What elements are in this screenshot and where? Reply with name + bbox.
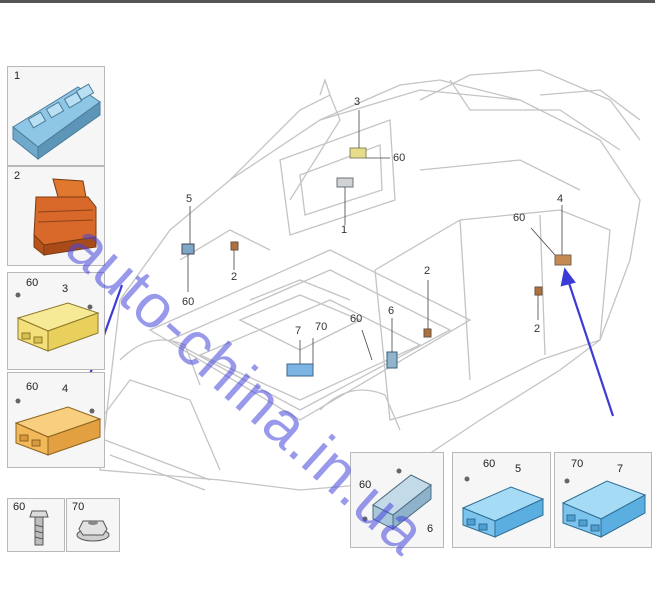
panel-label: 70	[72, 501, 85, 513]
panel-label: 4	[62, 383, 69, 395]
callout-60-mid: 60	[350, 313, 363, 325]
fastener-label: 60	[26, 277, 39, 289]
bolt-icon	[29, 510, 49, 546]
panel-label: 2	[14, 170, 21, 182]
callout-2-left: 2	[231, 271, 238, 283]
switch-1-on-car	[336, 177, 354, 188]
module-5-on-car	[181, 243, 195, 255]
panel-label: 3	[62, 283, 69, 295]
gray-module-icon	[362, 468, 432, 531]
blue-module-7-icon	[561, 478, 647, 538]
callout-5: 5	[186, 193, 193, 205]
panel-part-4-module: 60 4	[7, 372, 105, 468]
callout-60-right: 60	[513, 212, 526, 224]
panel-part-60-bolt: 60	[7, 498, 65, 552]
panel-label: 7	[617, 463, 624, 475]
callout-6: 6	[388, 305, 395, 317]
callout-70: 70	[315, 321, 328, 333]
arrow-right	[566, 279, 615, 417]
panel-label: 1	[14, 70, 21, 82]
module-4-on-car	[554, 254, 572, 266]
switch-2a-on-car	[230, 241, 239, 251]
fastener-label: 60	[483, 458, 496, 470]
panel-part-6-module: 60 6	[350, 452, 444, 548]
panel-label: 6	[427, 523, 434, 535]
callout-2-right: 2	[534, 323, 541, 335]
panel-part-1-window-switch: 1	[7, 66, 105, 166]
panel-label: 5	[515, 463, 522, 475]
panel-part-7-module: 70 7	[554, 452, 652, 548]
panel-label: 60	[13, 501, 26, 513]
fastener-label: 60	[359, 479, 372, 491]
panel-part-70-nut: 70	[66, 498, 120, 552]
yellow-module-icon	[15, 292, 100, 352]
module-7-on-car	[286, 363, 314, 377]
blue-module-icon	[461, 476, 545, 538]
callout-4: 4	[557, 193, 564, 205]
orange-module-icon	[14, 398, 102, 456]
module-6-on-car	[386, 351, 398, 369]
switch-2b-on-car	[423, 328, 432, 338]
top-border	[0, 0, 655, 3]
panel-part-5-module: 60 5	[452, 452, 551, 548]
panel-part-2-switch: 2	[7, 166, 105, 266]
callout-3: 3	[354, 96, 361, 108]
callout-60-left: 60	[182, 296, 195, 308]
callout-7: 7	[295, 325, 302, 337]
fastener-label: 60	[26, 381, 39, 393]
nut-icon	[76, 520, 110, 542]
switch-2c-on-car	[534, 286, 543, 296]
callout-2-mid: 2	[424, 265, 431, 277]
arrow-right-head	[560, 267, 576, 287]
window-switch-icon	[12, 83, 101, 161]
fastener-label: 70	[571, 458, 584, 470]
panel-part-3-module: 60 3	[7, 272, 105, 370]
orange-switch-icon	[33, 178, 97, 257]
callout-1: 1	[341, 224, 348, 236]
module-3-on-car	[349, 147, 367, 159]
callout-60-top: 60	[393, 152, 406, 164]
